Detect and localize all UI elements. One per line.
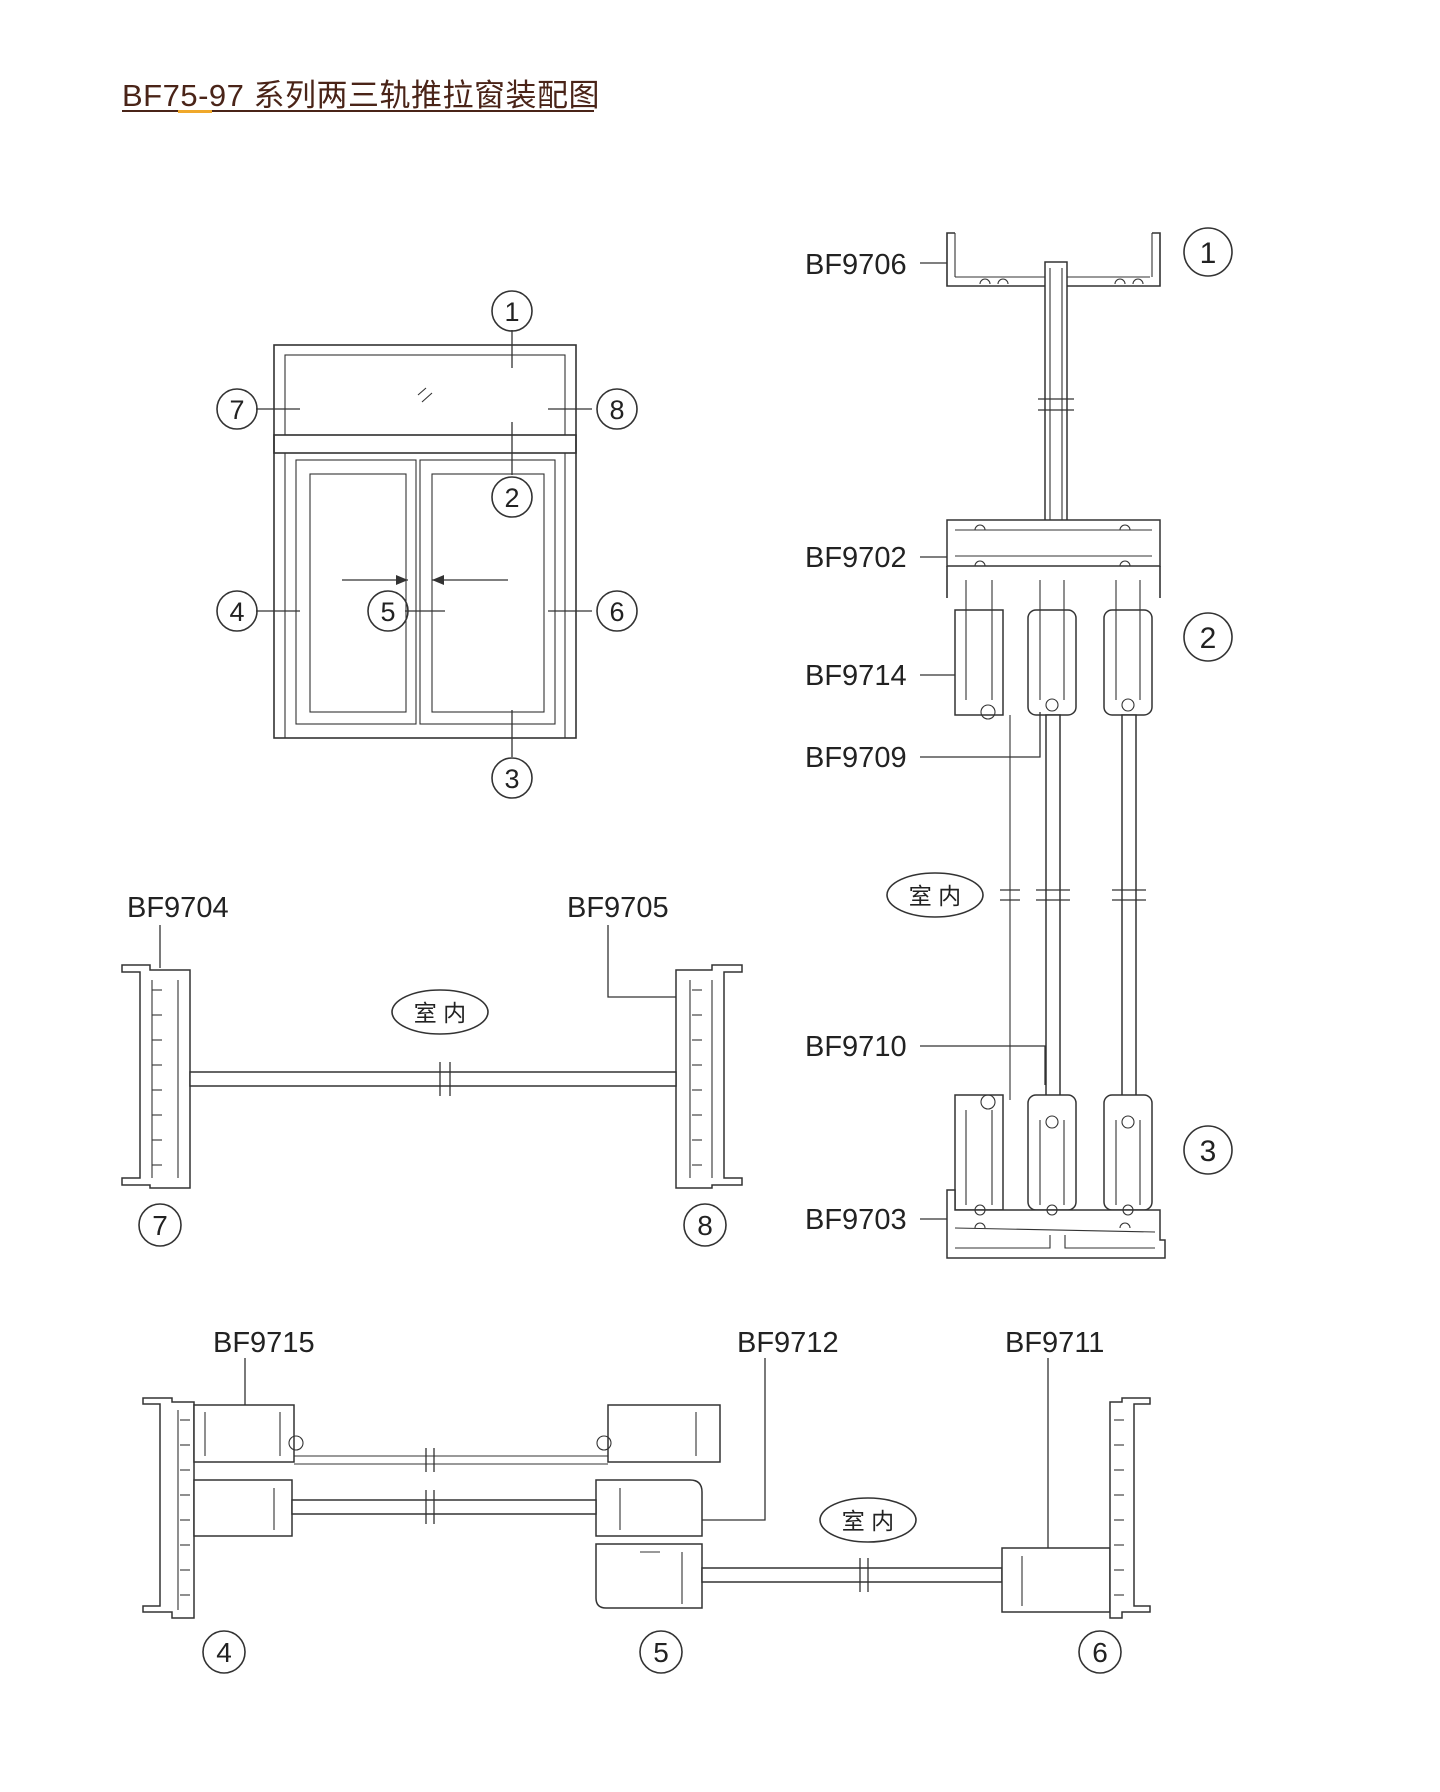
callout-3 — [491, 757, 533, 799]
callout-2-label: 2 — [504, 483, 519, 513]
label-bf9714: BF9714 — [805, 660, 907, 692]
label-bf9715: BF9715 — [213, 1327, 315, 1359]
label-bf9705: BF9705 — [567, 892, 669, 924]
transom-callout-8 — [683, 1203, 727, 1247]
sash-horizontal-section: BF9715 BF9712 BF9711 室 内 4 5 6 — [142, 1327, 1151, 1674]
callout-2 — [491, 476, 533, 518]
callout-5 — [367, 590, 409, 632]
bottom-callout-6 — [1078, 1630, 1122, 1674]
bottom-callout-5-label: 5 — [653, 1637, 669, 1668]
callout-8-label: 8 — [609, 395, 624, 425]
label-bf9704: BF9704 — [127, 892, 229, 924]
bottom-callout-6-label: 6 — [1092, 1637, 1108, 1668]
section-callout-3 — [1183, 1125, 1233, 1175]
label-bf9709: BF9709 — [805, 742, 907, 774]
callout-3-label: 3 — [504, 764, 519, 794]
window-elevation — [256, 330, 592, 757]
section-callout-1 — [1183, 227, 1233, 277]
callout-6-label: 6 — [609, 597, 624, 627]
callout-5-label: 5 — [380, 597, 395, 627]
title-accent-mark — [178, 110, 212, 113]
indoor-bubble-bottom — [819, 1497, 917, 1543]
indoor-label-right: 室 内 — [909, 883, 961, 909]
transom-callout-8-label: 8 — [697, 1210, 713, 1241]
callout-4 — [216, 590, 258, 632]
label-bf9712: BF9712 — [737, 1327, 839, 1359]
vertical-section — [946, 232, 1166, 1259]
label-bf9711: BF9711 — [1005, 1327, 1104, 1359]
label-bf9710: BF9710 — [805, 1031, 907, 1063]
section-callout-2 — [1183, 612, 1233, 662]
callout-circles-elevation: 1 7 8 2 4 5 6 3 — [216, 290, 638, 799]
callout-1-label: 1 — [504, 297, 519, 327]
callout-7-label: 7 — [229, 395, 244, 425]
bottom-callout-5 — [639, 1630, 683, 1674]
callout-6 — [596, 590, 638, 632]
label-bf9703: BF9703 — [805, 1204, 907, 1236]
bottom-callout-4 — [202, 1630, 246, 1674]
indoor-label-bottom: 室 内 — [842, 1508, 894, 1534]
page-title: BF75-97 系列两三轨推拉窗装配图 — [122, 78, 601, 113]
callout-1 — [491, 290, 533, 332]
bottom-callout-4-label: 4 — [216, 1637, 232, 1668]
indoor-label-transom: 室 内 — [414, 1000, 466, 1026]
indoor-bubble-transom — [391, 989, 489, 1035]
section-callout-2-label: 2 — [1200, 622, 1217, 655]
callout-7 — [216, 388, 258, 430]
title-underline — [122, 110, 594, 112]
section-callout-1-label: 1 — [1200, 237, 1217, 270]
indoor-bubble-right — [886, 872, 984, 918]
section-callout-3-label: 3 — [1200, 1135, 1217, 1168]
transom-section: BF9704 BF9705 室 内 7 8 — [121, 892, 743, 1247]
vertical-section-labels: BF9706 BF9702 BF9714 BF9709 BF9710 BF970… — [805, 227, 1233, 1236]
label-bf9702: BF9702 — [805, 542, 907, 574]
transom-callout-7-label: 7 — [152, 1210, 168, 1241]
callout-4-label: 4 — [229, 597, 244, 627]
callout-8 — [596, 388, 638, 430]
transom-callout-7 — [138, 1203, 182, 1247]
label-bf9706: BF9706 — [805, 249, 907, 281]
